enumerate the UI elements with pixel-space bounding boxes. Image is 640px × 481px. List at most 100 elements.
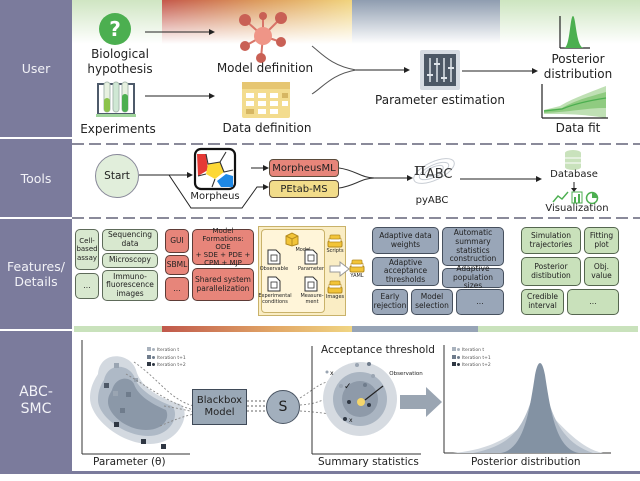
feature-early-rejection: Early rejection xyxy=(372,289,408,315)
color-strip xyxy=(352,326,478,332)
parameter-axis-label: Parameter (θ) xyxy=(93,456,166,468)
param-point xyxy=(113,391,118,396)
feature-cell-based-assay: Cell- based assay xyxy=(75,229,99,270)
feature-label: Fitting plot xyxy=(589,230,614,249)
feature-label: Immuno- fluorescence images xyxy=(106,271,154,298)
experiments-label: Experiments xyxy=(80,122,156,136)
petab-images-label: Images xyxy=(325,294,345,300)
sliders-icon xyxy=(420,50,460,90)
arrow xyxy=(145,93,215,99)
feature-label: Early rejection xyxy=(373,292,407,310)
parameter-region-inner xyxy=(108,378,168,430)
param-point xyxy=(114,422,119,427)
posterior-iteration-t2 xyxy=(501,363,579,453)
posterior-legend: Iteration t Iteration t+1 Iteration t+2 xyxy=(452,347,491,370)
summary-point xyxy=(325,370,329,374)
legend-item: Iteration t xyxy=(147,347,186,355)
posterior-distribution-label: Posterior distribution xyxy=(543,52,613,81)
feature-label: ... xyxy=(83,280,91,290)
param-point xyxy=(126,392,131,397)
row-label-abc-text: ABC- SMC xyxy=(19,384,53,417)
legend-item: Iteration t+1 xyxy=(147,354,186,363)
param-point xyxy=(141,439,146,444)
visualization-label: Visualization xyxy=(545,203,609,214)
morpheus-label: Morpheus xyxy=(190,191,240,202)
petab-yaml-label: YAML xyxy=(350,273,364,279)
merge-lines xyxy=(311,45,410,95)
feature-label: Obj. value xyxy=(591,261,612,280)
summary-point xyxy=(367,362,371,366)
summary-point xyxy=(355,363,359,367)
start-label: Start xyxy=(104,170,130,182)
summary-point xyxy=(339,384,343,388)
feature-label: Credible interval xyxy=(526,292,559,310)
start-node: Start xyxy=(95,154,139,198)
feature-label: SBML xyxy=(166,259,188,269)
feature-more-morpheus: ... xyxy=(165,277,189,301)
feature-label: Cell- based assay xyxy=(76,237,98,262)
model-definition-label: Model definition xyxy=(216,61,314,75)
posterior-axis-label: Posterior distribution xyxy=(471,456,581,468)
feature-label: Model Formations: ODE + SDE + PDE + CPM … xyxy=(195,226,251,268)
database-icon xyxy=(565,150,581,170)
to-yaml-arrow-icon xyxy=(329,260,350,278)
blackbox-label: Blackbox Model xyxy=(196,395,243,418)
observation-label: Observation xyxy=(389,371,423,377)
feature-simulation-trajectories: Simulation trajectories xyxy=(521,227,581,254)
feature-sequencing-data: Sequencing data xyxy=(102,229,158,251)
feature-label: Adaptive acceptance thresholds xyxy=(383,257,428,284)
param-point xyxy=(134,378,138,382)
feature-more-output: ... xyxy=(567,289,619,315)
summary-statistics-plot: ✓ x x xyxy=(311,346,421,455)
iteration-t-points xyxy=(114,363,125,413)
summary-point xyxy=(367,403,371,407)
petab-scripts-label: Scripts xyxy=(326,248,344,254)
legend-item: Iteration t xyxy=(452,347,491,355)
feature-microscopy: Microscopy xyxy=(102,253,158,268)
feature-label: Automatic summary statistics constructio… xyxy=(449,228,497,264)
summary-statistic-node: S xyxy=(266,390,300,424)
feature-posterior-distribution: Posterior distibution xyxy=(521,257,581,286)
blackbox-model-node: Blackbox Model xyxy=(192,389,247,425)
row-label-features-text: Features/ Details xyxy=(7,259,65,289)
pyabc-swirl-icon xyxy=(413,158,455,184)
scripts-stack-icon xyxy=(327,234,343,248)
feature-more-experiments: ... xyxy=(75,273,99,299)
arrow-down xyxy=(571,182,577,192)
summary-axis-label: Summary statistics xyxy=(318,456,419,468)
feature-fitting-plot: Fitting plot xyxy=(584,227,619,254)
data-fit-label: Data fit xyxy=(555,121,601,135)
summary-point xyxy=(343,417,347,421)
color-strip xyxy=(162,326,352,332)
tools-flow-lines xyxy=(139,165,269,209)
svg-text:?: ? xyxy=(109,17,121,41)
feature-label: Posterior distibution xyxy=(531,261,571,280)
legend-item: Iteration t+2 xyxy=(147,362,186,370)
reject-mark: x xyxy=(349,417,353,424)
parameter-file-icon xyxy=(304,249,318,265)
posterior-distribution-plot xyxy=(443,345,611,454)
data-table-icon xyxy=(242,82,290,118)
legend-label: Iteration t xyxy=(156,348,180,353)
morpheus-logo-icon xyxy=(193,147,237,191)
acceptance-threshold-label: Acceptance threshold xyxy=(321,344,435,356)
feature-label: Simulation trajectories xyxy=(529,230,573,249)
petab-ms-label: PEtab-MS xyxy=(280,183,328,195)
color-strip xyxy=(478,326,638,332)
data-definition-label: Data definition xyxy=(222,121,312,135)
legend-label: Iteration t+2 xyxy=(461,363,491,368)
yaml-stack-icon xyxy=(349,259,365,273)
morpheusml-label: MorpheusML xyxy=(272,162,336,174)
parameter-estimation-label: Parameter estimation xyxy=(375,93,505,107)
feature-shared-parallelization: Shared system parallelization xyxy=(192,268,254,301)
feature-summary-statistics: Automatic summary statistics constructio… xyxy=(442,227,504,266)
banner-estimation xyxy=(352,0,500,44)
data-fit-icon xyxy=(541,84,608,119)
row-separator xyxy=(0,329,72,331)
network-model-icon xyxy=(239,12,287,63)
legend-label: Iteration t+1 xyxy=(461,355,491,361)
feature-model-formations: Model Formations: ODE + SDE + PDE + CPM … xyxy=(192,226,254,268)
feature-label: Adaptive data weights xyxy=(379,230,432,249)
pyabc-logo-text: ABC xyxy=(425,167,453,182)
conditions-file-icon xyxy=(267,276,281,292)
